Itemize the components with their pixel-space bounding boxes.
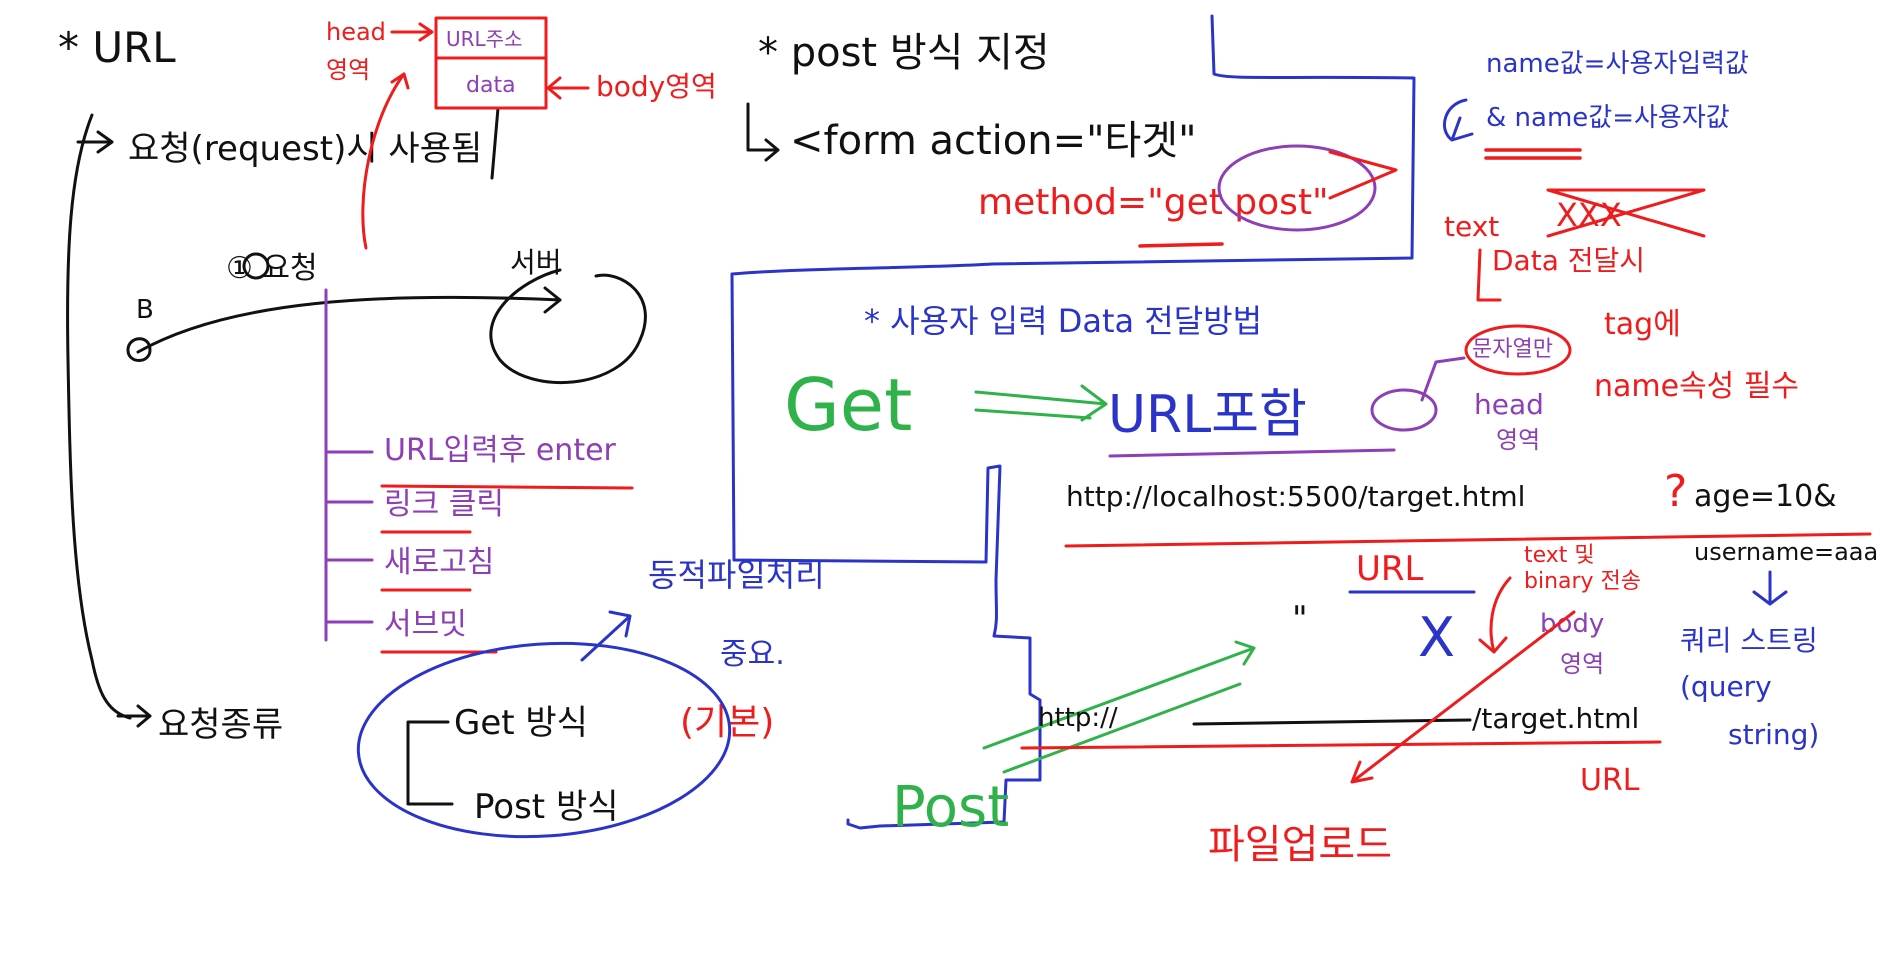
get-method: Get 방식 xyxy=(454,703,588,743)
upload-label: 파일업로드 xyxy=(1208,822,1392,868)
post-quote: " xyxy=(1292,599,1308,639)
middle-header: * 사용자 입력 Data 전달방법 xyxy=(864,302,1262,340)
request-event-1-underline xyxy=(380,484,634,490)
x-mark: X xyxy=(1418,606,1455,669)
post-url-note: URL xyxy=(1580,763,1640,798)
text-binary-1: text 및 xyxy=(1524,543,1595,568)
file-note-2: 중요. xyxy=(720,637,785,672)
text-binary-2: binary 전송 xyxy=(1524,569,1641,594)
name-attr-note: name속성 필수 xyxy=(1594,369,1799,404)
url-box-top: URL주소 xyxy=(446,27,522,51)
post-mark xyxy=(1328,150,1398,200)
upload-arrow xyxy=(1350,610,1576,784)
post-to-url-arrow xyxy=(982,640,1256,774)
string-only-circle xyxy=(1464,324,1572,376)
right-note-arrow xyxy=(1443,98,1474,142)
request-event-4: 서브밋 xyxy=(384,607,467,642)
get-label: Get xyxy=(784,363,912,447)
url-include-circle xyxy=(1370,388,1438,432)
request-types-bracket xyxy=(406,720,454,806)
request-types-circle xyxy=(356,641,732,839)
post-url: http:// xyxy=(1038,703,1118,733)
url-example-underline xyxy=(1064,532,1872,548)
query-arrow xyxy=(1752,570,1788,606)
server-label: 서버 xyxy=(510,246,562,279)
head-note: head xyxy=(1474,388,1544,421)
head-area-note: 영역 xyxy=(1496,426,1540,454)
request-event-1: URL입력후 enter xyxy=(384,433,617,468)
request-types-label: 요청종류 xyxy=(158,705,283,745)
query-second: username=aaa xyxy=(1694,538,1878,566)
body-area: body영역 xyxy=(596,70,717,103)
post-label: Post xyxy=(892,775,1009,840)
data-transfer-tick xyxy=(1476,248,1502,302)
circle-one xyxy=(242,252,270,280)
right-text-label: text xyxy=(1444,210,1499,243)
get-underline xyxy=(1138,242,1224,248)
url-include-underline xyxy=(1108,448,1396,458)
post-title: * post 방식 지정 xyxy=(758,30,1050,76)
head-arrow xyxy=(390,22,434,42)
query-string-3: string) xyxy=(1728,718,1819,751)
request-to-head-arrow xyxy=(361,72,410,250)
request-line: 요청(request)시 사용됨 xyxy=(128,129,482,169)
server-node xyxy=(489,268,647,385)
divider-tick xyxy=(490,106,500,180)
query-marker: ? xyxy=(1664,466,1687,517)
url-example: http://localhost:5500/target.html xyxy=(1066,480,1525,513)
head-label: head xyxy=(326,18,386,46)
url-crossed: URL xyxy=(1356,549,1424,589)
request-numbered: ① 요청 xyxy=(226,251,318,286)
url-include-tick xyxy=(1420,356,1466,402)
body-area-note: 영역 xyxy=(1560,650,1604,678)
right-line-2: & name값=사용자값 xyxy=(1486,103,1730,133)
blue-frame xyxy=(730,14,1416,830)
query-first: age=10& xyxy=(1694,479,1837,514)
query-string-1: 쿼리 스트링 xyxy=(1680,624,1818,657)
method-line: method="get post" xyxy=(978,182,1329,223)
head-area-label: 영역 xyxy=(326,56,370,84)
request-event-3: 새로고침 xyxy=(384,545,494,580)
request-arrow xyxy=(76,130,114,154)
post-circle xyxy=(1217,144,1377,232)
data-transfer-note: Data 전달시 xyxy=(1492,244,1645,277)
post-method: Post 방식 xyxy=(474,787,619,827)
post-url-line xyxy=(1192,718,1472,726)
ampersand-underline xyxy=(1484,148,1582,160)
tag-note: tag에 xyxy=(1604,307,1681,342)
browser-node xyxy=(126,337,152,362)
get-to-url-arrow xyxy=(974,384,1108,422)
blue-note-arrow xyxy=(580,610,632,662)
url-include: URL포함 xyxy=(1108,385,1307,445)
url-title: * URL xyxy=(58,23,176,72)
request-types-arrow xyxy=(116,704,152,728)
query-string-2: (query xyxy=(1680,670,1772,703)
text-binary-arrow xyxy=(1478,576,1512,654)
post-url-underline xyxy=(1020,740,1662,750)
post-url-end: /target.html xyxy=(1472,702,1639,735)
left-bracket-line xyxy=(66,113,132,720)
url-box-bottom: data xyxy=(466,73,516,98)
file-note-1: 동적파일처리 xyxy=(648,556,825,594)
right-line-1: name값=사용자입력값 xyxy=(1486,49,1749,79)
url-data-box xyxy=(434,16,548,110)
request-events-tree xyxy=(324,288,374,642)
body-arrow xyxy=(546,76,590,100)
request-event-2: 링크 클릭 xyxy=(384,487,504,522)
form-arrow xyxy=(746,102,780,162)
form-line: <form action="타겟" xyxy=(790,118,1197,164)
request-curve-arrow xyxy=(136,286,562,354)
browser-label: B xyxy=(136,295,154,325)
string-only-note: 문자열만 xyxy=(1472,337,1553,362)
default-note: (기본) xyxy=(680,702,774,743)
crossed-lines xyxy=(1546,188,1706,238)
